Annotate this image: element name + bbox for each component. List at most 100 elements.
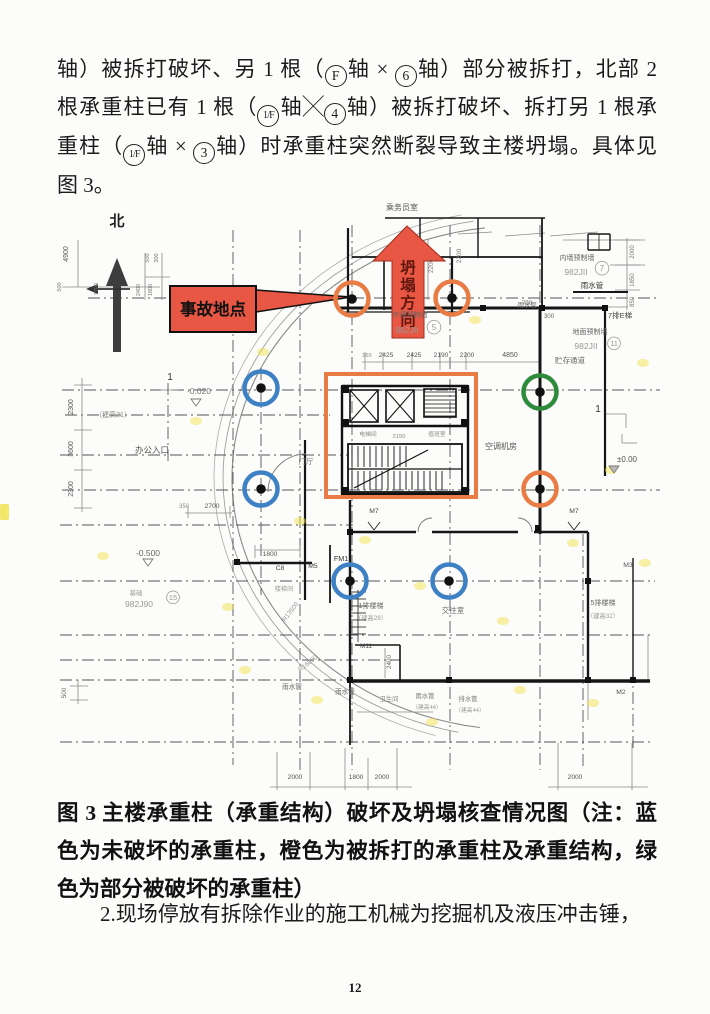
- highlight-dot: [426, 718, 438, 726]
- highlight-dot: [639, 559, 651, 567]
- circled-number: [607, 336, 621, 351]
- plan-label: 2190: [434, 352, 449, 359]
- plan-label: 排水管: [459, 694, 478, 703]
- plan-label: 北: [109, 213, 124, 230]
- door-swing: [517, 517, 533, 533]
- column-marker: [602, 305, 608, 311]
- plan-label: 内墙预制墙: [560, 253, 595, 262]
- plan-label: 5: [432, 323, 437, 332]
- building-facade-arc: [231, 227, 485, 729]
- plan-label: 165: [362, 353, 372, 359]
- plan-label: 2150: [393, 434, 406, 440]
- column-circle-green: [521, 373, 559, 411]
- highlight-dot: [311, 696, 323, 704]
- plan-label: FM1: [334, 554, 348, 563]
- plan-label: 卫生间: [380, 694, 399, 703]
- plan-label: 3600: [68, 441, 75, 457]
- plan-label: M11: [360, 643, 372, 650]
- column-marker: [480, 305, 486, 311]
- column-circle-blue: [331, 562, 369, 600]
- elevation-marker: [190, 398, 202, 407]
- plan-label: M7: [569, 508, 579, 515]
- elevation-marker: [608, 465, 620, 474]
- plan-label: -0.020: [187, 386, 211, 396]
- plan-label: 空调机房: [485, 441, 517, 451]
- plan-label: 4850: [502, 352, 518, 359]
- column-circle-blue: [430, 562, 468, 600]
- plan-label: M5: [308, 563, 318, 570]
- elevation-marker: [142, 558, 154, 567]
- column-dot: [256, 383, 266, 393]
- column-dot: [347, 294, 357, 304]
- caption-line: 图 3 主楼承重柱（承重结构）破坏及坍塌核查情况图（注：蓝: [57, 801, 657, 825]
- plan-label: 地面预制墙: [573, 327, 608, 336]
- column-marker: [347, 677, 353, 683]
- plan-label: 982J90: [125, 599, 153, 609]
- elevator-shaft: [349, 389, 379, 423]
- plan-label: 2400: [386, 655, 393, 670]
- plan-label: 交往室: [442, 605, 465, 615]
- plan-label: 2200: [460, 352, 475, 359]
- plan-label: 500: [57, 282, 63, 291]
- highlight-dot: [190, 417, 202, 425]
- plan-linework: [457, 231, 493, 235]
- plan-label: 2000: [375, 774, 390, 781]
- highlight-dot: [497, 617, 509, 625]
- plan-label: 雨水管: [416, 691, 435, 700]
- plan-label: 7: [600, 264, 605, 273]
- plan-label: 外墙预制墙: [393, 310, 428, 319]
- circled-axis-label: 1/F: [257, 105, 280, 127]
- plan-label: 雨水管: [581, 280, 604, 290]
- plan-linework: [353, 449, 429, 489]
- plan-label: 982JII: [574, 341, 597, 351]
- plan-label: 1800: [148, 284, 154, 296]
- plan-label: （建高44）: [412, 703, 442, 711]
- plan-label: 2300: [68, 399, 75, 415]
- column-marker: [234, 559, 240, 565]
- column-marker: [347, 529, 353, 535]
- plan-label: 贮存通道: [555, 355, 585, 365]
- shaft: [423, 388, 457, 418]
- plan-label: 乘务员室: [386, 202, 418, 212]
- door-swing: [267, 453, 307, 493]
- column-dot: [345, 576, 355, 586]
- highlight-dot: [97, 552, 109, 560]
- plan-label: 350: [179, 504, 190, 510]
- plan-linework: [385, 389, 415, 423]
- circled-axis-label: 6: [394, 65, 417, 87]
- plan-label: 2700: [204, 503, 219, 510]
- plan-label: 4900: [63, 246, 70, 262]
- plan-label: 300: [544, 313, 555, 320]
- plan-label: 办公入口: [135, 445, 169, 455]
- highlight-dot: [514, 686, 526, 694]
- yellow-margin-mark: [0, 504, 9, 520]
- caption-line: 色为部分被破坏的承重柱）: [57, 877, 316, 901]
- column-block: [461, 487, 469, 495]
- plan-label: 2000: [288, 774, 303, 781]
- circled-axis-label: F: [324, 65, 347, 87]
- stairwell: [347, 443, 463, 493]
- highlight-dot: [414, 582, 426, 590]
- column-circle-blue: [242, 369, 280, 407]
- plan-label: 2000: [568, 774, 583, 781]
- plan-label: （建高44）: [455, 706, 485, 714]
- column-circle-blue: [242, 470, 280, 508]
- column-block: [461, 419, 469, 427]
- plan-label: 电梯间: [359, 430, 377, 438]
- plan-label: 雨水管: [282, 682, 302, 691]
- plan-label: 1: [595, 404, 601, 415]
- column-block: [461, 385, 469, 393]
- plan-label: R13500: [281, 601, 301, 624]
- plan-label: 7排E梯: [608, 310, 633, 320]
- column-circle-orange: [333, 280, 371, 318]
- plan-label: 850: [630, 296, 636, 307]
- highlight-dot: [239, 666, 251, 674]
- accident-callout-box: [169, 285, 257, 333]
- circled-number: [426, 320, 442, 335]
- column-circle-orange: [433, 279, 471, 317]
- circled-axis-label: 1/F: [123, 144, 146, 166]
- column-dot: [447, 293, 457, 303]
